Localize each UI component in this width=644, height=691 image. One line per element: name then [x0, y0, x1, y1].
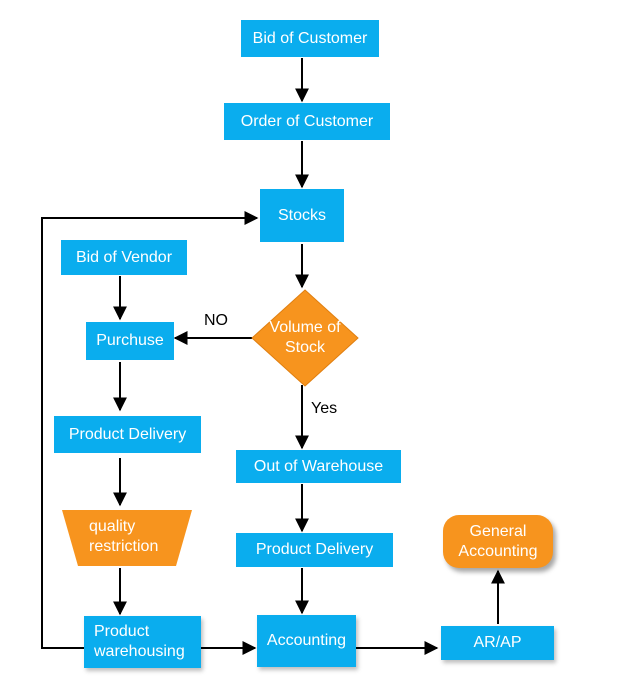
- volume-of-stock-line2: Stock: [284, 339, 325, 356]
- out-of-warehouse-box: Out of Warehouse: [236, 450, 401, 483]
- general-accounting-box: General Accounting: [443, 515, 553, 568]
- yes-branch-label: Yes: [311, 400, 338, 417]
- ar-ap-box: AR/AP: [441, 626, 554, 660]
- quality-restriction-line2: restriction: [89, 538, 159, 555]
- bid-of-customer-box: Bid of Customer: [241, 20, 379, 57]
- quality-restriction-trapezoid: [62, 510, 192, 566]
- product-delivery-left-box: Product Delivery: [54, 416, 201, 453]
- volume-of-stock-label: Volume of Stock: [250, 318, 360, 358]
- purchase-box: Purchuse: [86, 322, 174, 360]
- product-warehousing-line1: Product: [94, 623, 150, 640]
- general-accounting-line2: Accounting: [458, 542, 538, 560]
- order-of-customer-box: Order of Customer: [224, 103, 390, 140]
- product-warehousing-box: Product warehousing: [84, 616, 201, 668]
- product-delivery-right-box: Product Delivery: [236, 533, 393, 567]
- volume-of-stock-line1: Volume of: [269, 319, 341, 336]
- general-accounting-line1: General: [469, 522, 527, 540]
- no-branch-label: NO: [204, 312, 228, 329]
- arrow-loop-to-stocks: [41, 211, 259, 649]
- bid-of-vendor-box: Bid of Vendor: [61, 240, 187, 275]
- product-warehousing-line2: warehousing: [94, 643, 185, 660]
- accounting-box: Accounting: [257, 615, 356, 667]
- quality-restriction-line1: quality: [89, 518, 136, 535]
- volume-of-stock-diamond: [251, 289, 359, 387]
- stocks-box: Stocks: [260, 189, 344, 242]
- quality-restriction-label: quality restriction: [89, 517, 158, 557]
